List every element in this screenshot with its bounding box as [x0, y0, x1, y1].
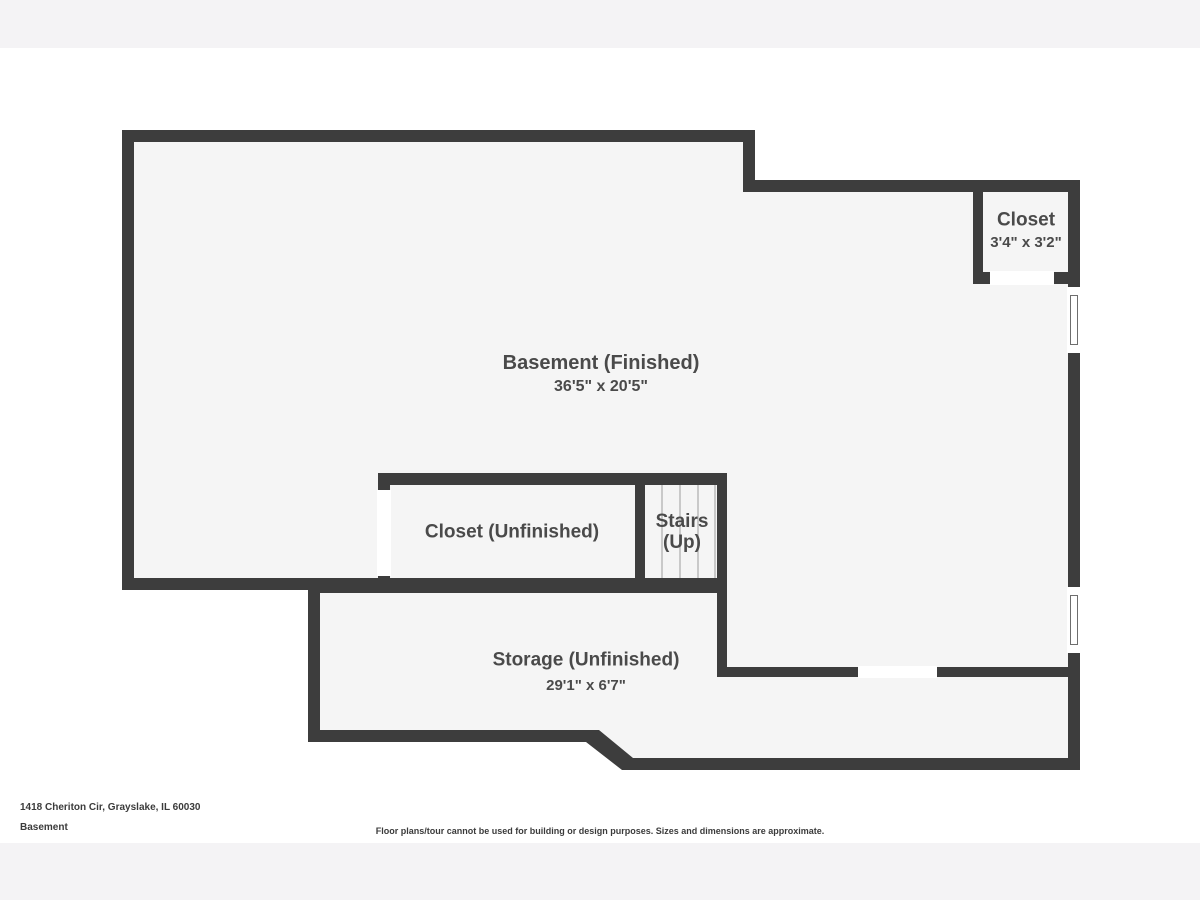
closet-room-door-opening	[377, 490, 391, 576]
room-dims-small-closet: 3'4" x 3'2"	[990, 233, 1062, 251]
room-label-basement: Basement (Finished)	[502, 352, 700, 374]
stair-tread-line	[714, 485, 716, 578]
closet-room-top-wall	[378, 473, 727, 485]
room-label-small-closet: Closet	[996, 209, 1056, 231]
room-dims-basement: 36'5" x 20'5"	[554, 378, 648, 396]
window-pane	[1070, 595, 1078, 645]
stairs-label-line2: (Up)	[663, 532, 701, 553]
room-label-stairs: Stairs (Up)	[655, 511, 709, 554]
room-dims-storage: 29'1" x 6'7"	[546, 676, 626, 694]
room-label-closet-unfinished: Closet (Unfinished)	[424, 521, 600, 543]
footer-disclaimer: Floor plans/tour cannot be used for buil…	[375, 826, 825, 836]
stairs-label-line1: Stairs	[655, 511, 709, 533]
footer-address: 1418 Cheriton Cir, Grayslake, IL 60030	[20, 802, 201, 813]
storage-door-opening	[858, 666, 937, 678]
stair-tread-line	[679, 485, 681, 578]
window-icon	[1067, 587, 1081, 653]
footer-floor-name: Basement	[20, 822, 68, 833]
small-closet-left-wall	[973, 180, 983, 284]
stairs-right-wall	[717, 473, 727, 677]
closet-stairs-divider-wall	[635, 473, 645, 590]
bottom-letterbox-band	[0, 843, 1200, 900]
stair-tread-line	[661, 485, 663, 578]
window-pane	[1070, 295, 1078, 345]
small-closet-door-opening	[990, 271, 1054, 285]
room-label-storage: Storage (Unfinished)	[492, 649, 680, 671]
window-icon	[1067, 287, 1081, 353]
stair-tread-line	[697, 485, 699, 578]
top-letterbox-band	[0, 0, 1200, 48]
